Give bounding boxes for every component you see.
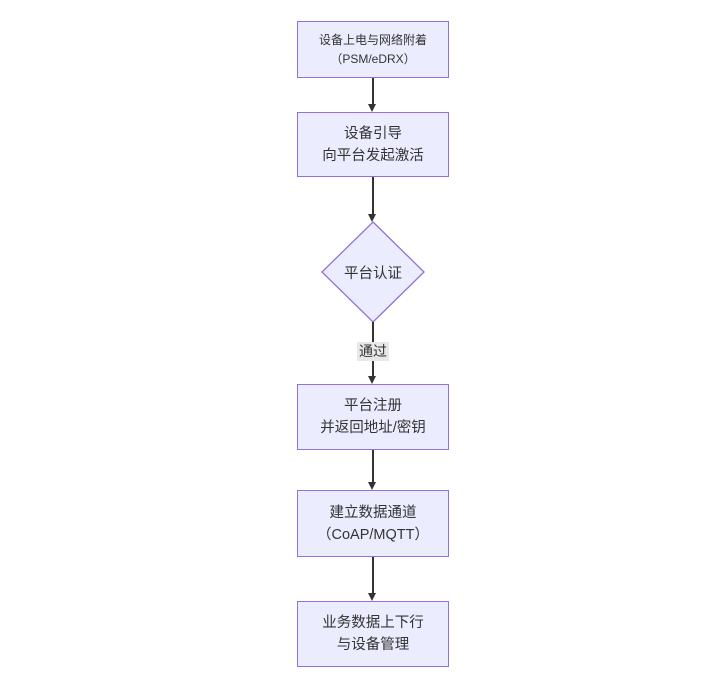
node-auth-decision-line1: 平台认证 bbox=[344, 265, 402, 282]
edge-label-pass: 通过 bbox=[357, 342, 389, 361]
arrow-line-1 bbox=[372, 78, 374, 104]
node-power-attach: 设备上电与网络附着 （PSM/eDRX） bbox=[297, 21, 449, 78]
arrow-head-icon bbox=[368, 214, 376, 222]
node-business-data-line1: 业务数据上下行 bbox=[322, 615, 424, 631]
arrow-head-icon bbox=[368, 376, 376, 384]
node-bootstrap-line1: 设备引导 bbox=[344, 125, 402, 142]
arrow-line-5 bbox=[372, 557, 374, 593]
node-data-channel-line2: （CoAP/MQTT） bbox=[317, 526, 429, 543]
node-register-line2: 并返回地址/密钥 bbox=[320, 420, 426, 436]
arrow-head-icon bbox=[368, 482, 376, 490]
arrow-head-icon bbox=[368, 593, 376, 601]
node-business-data: 业务数据上下行 与设备管理 bbox=[297, 601, 449, 667]
node-power-attach-line1: 设备上电与网络附着 bbox=[318, 32, 427, 47]
arrow-head-icon bbox=[368, 104, 376, 112]
node-data-channel: 建立数据通道 （CoAP/MQTT） bbox=[297, 490, 449, 557]
node-register-line1: 平台注册 bbox=[344, 398, 402, 414]
node-bootstrap: 设备引导 向平台发起激活 bbox=[297, 112, 449, 177]
node-power-attach-line2: （PSM/eDRX） bbox=[330, 51, 416, 66]
node-data-channel-line1: 建立数据通道 bbox=[329, 504, 417, 521]
arrow-line-2 bbox=[372, 177, 374, 214]
node-bootstrap-line2: 向平台发起激活 bbox=[322, 147, 424, 164]
node-business-data-line2: 与设备管理 bbox=[336, 637, 410, 653]
node-register: 平台注册 并返回地址/密钥 bbox=[297, 384, 449, 450]
arrow-line-4 bbox=[372, 450, 374, 482]
node-auth-decision: 平台认证 bbox=[323, 222, 423, 322]
